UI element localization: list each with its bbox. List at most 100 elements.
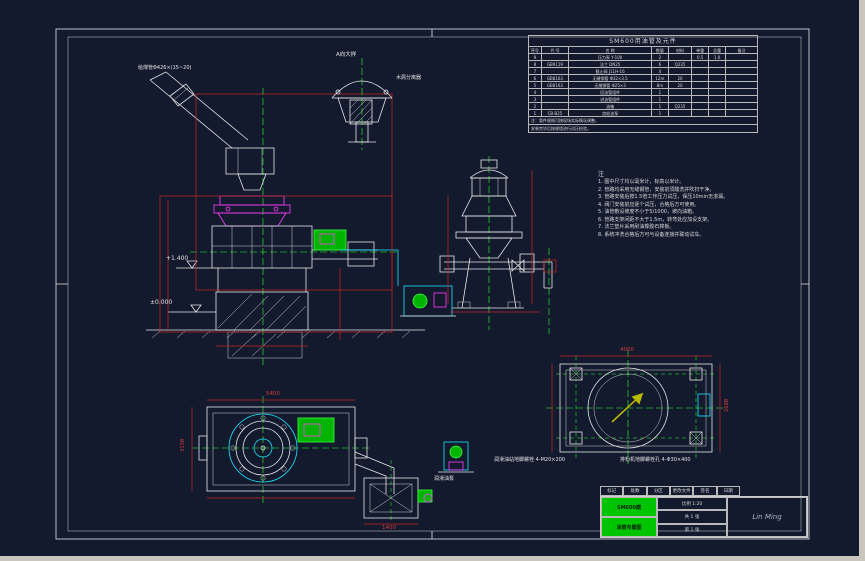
revision-cell: 更改文件号 <box>669 486 694 496</box>
dim-label-1400: 1400 <box>382 525 396 531</box>
bom-cell: 2 <box>528 102 542 110</box>
revision-cell: 处数 <box>623 486 647 496</box>
elevation-label-upper: +1.400 <box>166 255 189 262</box>
bom-cell <box>667 109 693 117</box>
bom-cell <box>691 74 710 82</box>
bom-cell <box>667 53 693 61</box>
pump-caption: 润滑油泵 <box>434 476 455 482</box>
bom-cell: 1.0 <box>708 53 727 61</box>
bom-cell: 1 <box>650 88 669 96</box>
notes-heading: 注 <box>598 171 605 178</box>
title-block-scale: 比例 1:20 <box>657 497 727 511</box>
dim-label-5400: 5400 <box>266 391 280 397</box>
bom-header-cell: 单重 <box>691 46 710 54</box>
bom-cell <box>725 60 758 68</box>
bom-cell: 2 <box>650 53 669 61</box>
bom-cell <box>667 88 693 96</box>
separator-label: 木屑分离器 <box>396 75 422 81</box>
dim-label-3150: 3150 <box>180 439 186 452</box>
note-line: 1. 图中尺寸均以毫米计，标高以米计。 <box>598 179 685 185</box>
bom-cell <box>540 88 570 96</box>
bom-cell: 0.5 <box>691 53 710 61</box>
bom-cell: 8 <box>528 60 542 68</box>
title-block-sheet-no: 第 1 张 <box>657 523 727 537</box>
technical-notes: 注 1. 图中尺寸均以毫米计，标高以米计。2. 管路均采用无缝钢管，安装前须酸洗… <box>598 170 758 239</box>
bom-cell <box>691 88 710 96</box>
bom-cell <box>540 67 570 75</box>
bom-cell: CB-B25 <box>540 109 570 117</box>
bom-cell: 无缝钢管 Φ32×3.5 <box>568 74 652 82</box>
bom-cell: 12m <box>650 74 669 82</box>
elevation-label-zero: ±0.000 <box>150 299 173 306</box>
note-line: 4. 阀门安装前应逐个试压，合格后方可使用。 <box>598 201 700 208</box>
bom-cell <box>708 81 727 89</box>
bom-cell: Q235 <box>667 102 693 110</box>
bom-cell: GB9119 <box>540 60 570 68</box>
bom-cell <box>691 102 710 110</box>
note-line: 7. 法兰垫片采用耐油橡胶石棉板。 <box>598 224 675 230</box>
bom-cell: 20 <box>667 81 693 89</box>
revision-strip: 标记处数分区更改文件号签名日期 <box>600 486 740 496</box>
note-line: 6. 管路支架间距不大于1.5m，转弯处应加设支架。 <box>598 216 713 223</box>
note-line: 2. 管路均采用无缝钢管，安装前须酸洗并吹扫干净。 <box>598 186 715 193</box>
title-block-sheets: 共 1 张 <box>657 510 727 524</box>
foundation-plan-view: 2600 <box>546 350 730 464</box>
note-line: 3. 管路安装后按1.5倍工作压力试压，保压10min无渗漏。 <box>598 194 729 200</box>
bom-cell: 1 <box>528 109 542 117</box>
bom-cell <box>691 95 710 103</box>
bom-cell <box>725 53 758 61</box>
revision-cell: 签名 <box>693 486 717 496</box>
bom-cell <box>708 88 727 96</box>
revision-cell: 日期 <box>716 486 740 496</box>
bom-cell <box>691 81 710 89</box>
bom-cell <box>708 95 727 103</box>
bom-header-cell: 名 称 <box>568 46 652 54</box>
bom-cell: 3 <box>528 95 542 103</box>
window-edge-right <box>859 0 865 561</box>
separator-elevation-view <box>439 156 557 334</box>
dim-label-2600: 2600 <box>724 399 730 412</box>
bom-footer-note: 安装完毕后按规程进行试压检验。 <box>528 124 758 133</box>
bom-header-cell: 数量 <box>650 46 669 54</box>
bom-header-cell: 序号 <box>528 46 542 54</box>
bom-footer-note: 注：管件规格可按现场实际情况调整。 <box>528 116 758 125</box>
bom-cell <box>540 95 570 103</box>
bom-cell <box>708 109 727 117</box>
bom-cell <box>725 74 758 82</box>
bom-cell <box>708 74 727 82</box>
bom-cell: 齿轮油泵 <box>568 109 652 117</box>
feed-chute-label: 给煤管Φ426×(15~20) <box>138 65 192 71</box>
bom-cell <box>725 109 758 117</box>
sheet-frame <box>55 28 810 540</box>
bom-header-cell: 备注 <box>725 46 758 54</box>
mill-plan-view: 3150 <box>180 396 433 525</box>
bom-cell <box>667 67 693 75</box>
bom-header-cell: 材料 <box>667 46 693 54</box>
dim-label-4000: 4000 <box>620 347 634 353</box>
bom-cell: 7 <box>528 67 542 75</box>
bom-cell: GB8163 <box>540 74 570 82</box>
bom-cell <box>725 95 758 103</box>
bom-cell <box>725 102 758 110</box>
note-line: 5. 油管敷设坡度不小于5/1000，坡向油箱。 <box>598 209 697 215</box>
bom-cell: 压力表 Y-100 <box>568 53 652 61</box>
title-block-drawing-code: SM600磨 <box>601 497 657 517</box>
window-edge-bottom <box>0 556 865 561</box>
bom-cell <box>540 53 570 61</box>
bom-cell: GB8163 <box>540 81 570 89</box>
bom-cell <box>725 81 758 89</box>
bom-header-cell: 总重 <box>708 46 727 54</box>
lube-pump-detail <box>438 441 474 473</box>
title-block: 标记处数分区更改文件号签名日期 SM600磨 油管布置图 比例 1:20 共 1… <box>600 486 808 538</box>
revision-cell: 分区 <box>646 486 670 496</box>
bom-cell <box>725 67 758 75</box>
bom-cell: 截止阀 J11H-16 <box>568 67 652 75</box>
